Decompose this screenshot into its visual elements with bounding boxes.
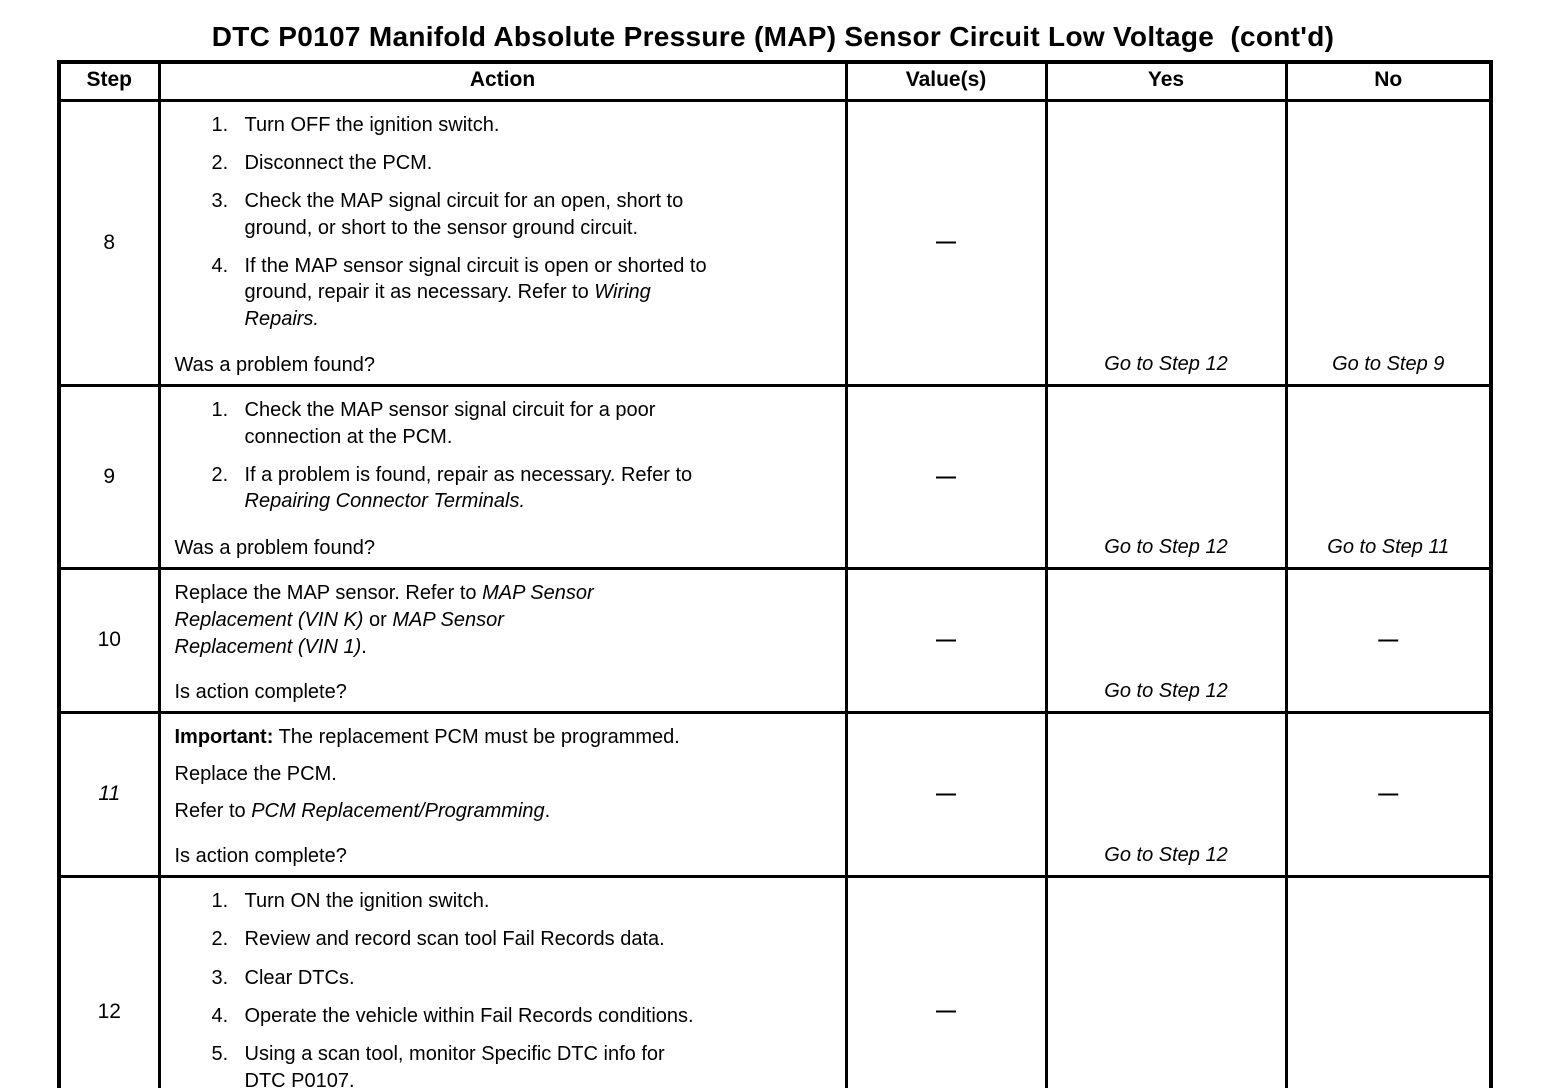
no-cell: —	[1284, 710, 1493, 878]
no-cell: —	[1284, 566, 1493, 714]
list-item-text: Operate the vehicle within Fail Records …	[244, 1004, 694, 1027]
yes-cell-text: Go to Step 12	[1104, 679, 1228, 702]
step-number: 12	[57, 874, 161, 1088]
list-item-number: 1.	[211, 113, 229, 136]
action-cell: Important: The replacement PCM must be p…	[157, 710, 848, 878]
list-item-number: 2.	[211, 151, 229, 174]
action-cell: 1. Turn ON the ignition switch. 2. Review a…	[157, 874, 848, 1088]
yes-cell: Go to Step 12	[1044, 98, 1288, 388]
list-item-number: 5.	[211, 1043, 229, 1066]
dtc-table: Step Action Value(s) Yes No 8 1. Turn OFF …	[57, 60, 1493, 1088]
action-question: Was a problem found?	[174, 536, 375, 559]
table-row: 12 1. Turn ON the ignition switch. 2. Review…	[57, 874, 1493, 1088]
value-cell: —	[844, 566, 1048, 714]
list-item-number: 2.	[211, 464, 229, 487]
no-cell: System OK	[1284, 874, 1493, 1088]
action-paragraph: Refer to PCM Replacement/Programming.	[174, 799, 551, 822]
table-body: 8 1. Turn OFF the ignition switch. 2. Discon…	[57, 98, 1493, 1088]
yes-cell-text: Go to Step 12	[1104, 843, 1228, 866]
col-header-no: No	[1284, 60, 1493, 102]
col-header-step: Step	[57, 60, 161, 102]
list-item-text: Using a scan tool, monitor Specific DTC …	[244, 1043, 665, 1088]
list-item-number: 3.	[211, 966, 229, 989]
action-list-item: 3. Clear DTCs.	[175, 965, 835, 991]
action-cell: Replace the MAP sensor. Refer to MAP Sen…	[157, 566, 848, 714]
table-row: 11 Important: The replacement PCM must be…	[57, 710, 1493, 878]
action-list-item: 1. Check the MAP sensor signal circuit fo…	[175, 397, 835, 450]
col-header-yes: Yes	[1044, 60, 1288, 102]
list-item-number: 2.	[211, 928, 229, 951]
table-row: 9 1. Check the MAP sensor signal circuit f…	[57, 384, 1493, 570]
header-row: Step Action Value(s) Yes No	[57, 60, 1493, 102]
action-question: Is action complete?	[174, 680, 347, 703]
yes-cell: Go to Step 12	[1044, 384, 1288, 570]
action-list-item: 1. Turn OFF the ignition switch.	[175, 112, 835, 138]
action-list-item: 1. Turn ON the ignition switch.	[175, 888, 835, 914]
action-list-item: 2. Disconnect the PCM.	[175, 150, 835, 176]
no-cell-text: Go to Step 9	[1332, 353, 1445, 376]
action-list-item: 4. If the MAP sensor signal circuit is op…	[175, 253, 835, 332]
action-list-item: 5. Using a scan tool, monitor Specific DT…	[175, 1041, 835, 1088]
table-row: 8 1. Turn OFF the ignition switch. 2. Discon…	[57, 98, 1493, 388]
yes-cell: Go to Step 4	[1044, 874, 1288, 1088]
list-item-text: Check the MAP signal circuit for an open…	[244, 190, 684, 239]
step-number: 10	[57, 566, 161, 714]
no-cell: Go to Step 9	[1284, 98, 1493, 388]
action-list-item: 2. Review and record scan tool Fail Recor…	[175, 926, 835, 952]
list-item-text: Turn OFF the ignition switch.	[244, 113, 500, 136]
list-item-number: 1.	[211, 399, 229, 422]
list-item-text: If a problem is found, repair as necessa…	[244, 464, 693, 513]
action-cell: 1. Check the MAP sensor signal circuit fo…	[157, 384, 848, 570]
step-number: 9	[57, 384, 161, 570]
yes-cell: Go to Step 12	[1044, 566, 1288, 714]
yes-cell-text: Go to Step 12	[1104, 535, 1228, 558]
step-number: 11	[57, 710, 161, 878]
no-cell-text: Go to Step 11	[1327, 535, 1450, 558]
list-item-text: Turn ON the ignition switch.	[244, 889, 490, 912]
action-question: Is action complete?	[174, 844, 347, 867]
list-item-text: Clear DTCs.	[244, 966, 355, 989]
list-item-text: If the MAP sensor signal circuit is open…	[244, 255, 707, 330]
col-header-action: Action	[157, 60, 848, 102]
yes-cell-text: Go to Step 12	[1104, 353, 1228, 376]
action-list-item: 2. If a problem is found, repair as neces…	[175, 462, 835, 515]
no-cell: Go to Step 11	[1284, 384, 1493, 570]
action-list-item: 3. Check the MAP signal circuit for an op…	[175, 188, 835, 241]
action-list-item: 4. Operate the vehicle within Fail Record…	[175, 1003, 835, 1029]
no-cell-text: —	[1378, 628, 1399, 651]
yes-cell: Go to Step 12	[1044, 710, 1288, 878]
action-paragraph: Important: The replacement PCM must be p…	[174, 725, 680, 748]
no-cell-text: —	[1378, 782, 1399, 805]
action-paragraph: Replace the PCM.	[174, 762, 337, 785]
action-question: Was a problem found?	[174, 354, 375, 377]
list-item-text: Check the MAP sensor signal circuit for …	[244, 399, 656, 448]
list-item-number: 3.	[211, 190, 229, 213]
step-number: 8	[57, 98, 161, 388]
list-item-text: Disconnect the PCM.	[244, 151, 433, 174]
value-cell: —	[844, 98, 1048, 388]
page-title: DTC P0107 Manifold Absolute Pressure (MA…	[211, 21, 1335, 52]
list-item-number: 1.	[211, 889, 229, 912]
list-item-number: 4.	[211, 1004, 229, 1027]
list-item-text: Review and record scan tool Fail Records…	[244, 928, 665, 951]
action-cell: 1. Turn OFF the ignition switch. 2. Disconn…	[157, 98, 848, 388]
col-header-value: Value(s)	[844, 60, 1048, 102]
value-cell: —	[844, 874, 1048, 1088]
list-item-number: 4.	[211, 255, 229, 278]
value-cell: —	[844, 710, 1048, 878]
value-cell: —	[844, 384, 1048, 570]
action-paragraph: Replace the MAP sensor. Refer to MAP Sen…	[174, 581, 594, 658]
